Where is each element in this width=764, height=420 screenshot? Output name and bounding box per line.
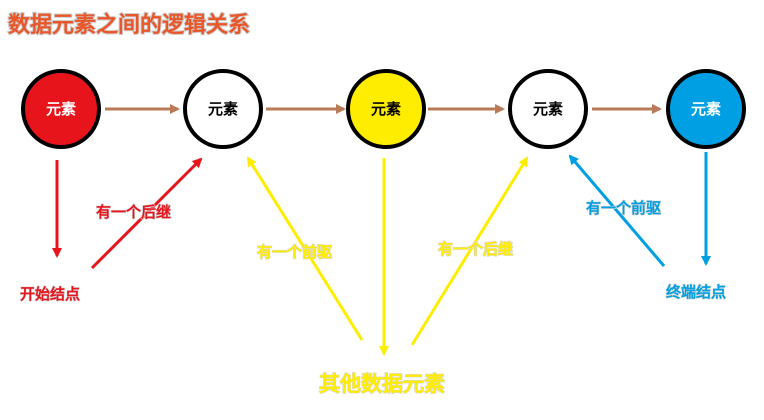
node-label: 元素 [208, 100, 238, 118]
node-label: 元素 [533, 100, 563, 118]
node-middle: 元素 [346, 69, 426, 149]
predecessor-arrow-yellow [246, 156, 364, 341]
predecessor-label-blue: 有一个前驱 [586, 199, 661, 217]
page-title: 数据元素之间的逻辑关系 [8, 12, 250, 38]
successor-label-red: 有一个后继 [96, 203, 171, 221]
node-circle [21, 69, 101, 149]
node-label: 元素 [371, 100, 401, 118]
node-4: 元素 [508, 69, 588, 149]
node-end: 元素 [666, 69, 746, 149]
node-label: 元素 [691, 100, 721, 118]
start-node-label: 开始结点 [20, 285, 80, 303]
predecessor-arrow-blue [568, 154, 666, 267]
node-label: 元素 [46, 100, 76, 118]
successor-label-yellow: 有一个后继 [438, 240, 513, 258]
predecessor-label-yellow: 有一个前驱 [257, 243, 332, 261]
node-circle [183, 69, 263, 149]
node-circle [666, 69, 746, 149]
node-circle [508, 69, 588, 149]
other-elements-label: 其他数据元素 [319, 372, 445, 396]
successor-arrow-yellow [410, 156, 529, 346]
node-circle [346, 69, 426, 149]
node-2: 元素 [183, 69, 263, 149]
successor-arrow-red [90, 157, 203, 270]
end-node-label: 终端结点 [666, 283, 726, 301]
node-start: 元素 [21, 69, 101, 149]
